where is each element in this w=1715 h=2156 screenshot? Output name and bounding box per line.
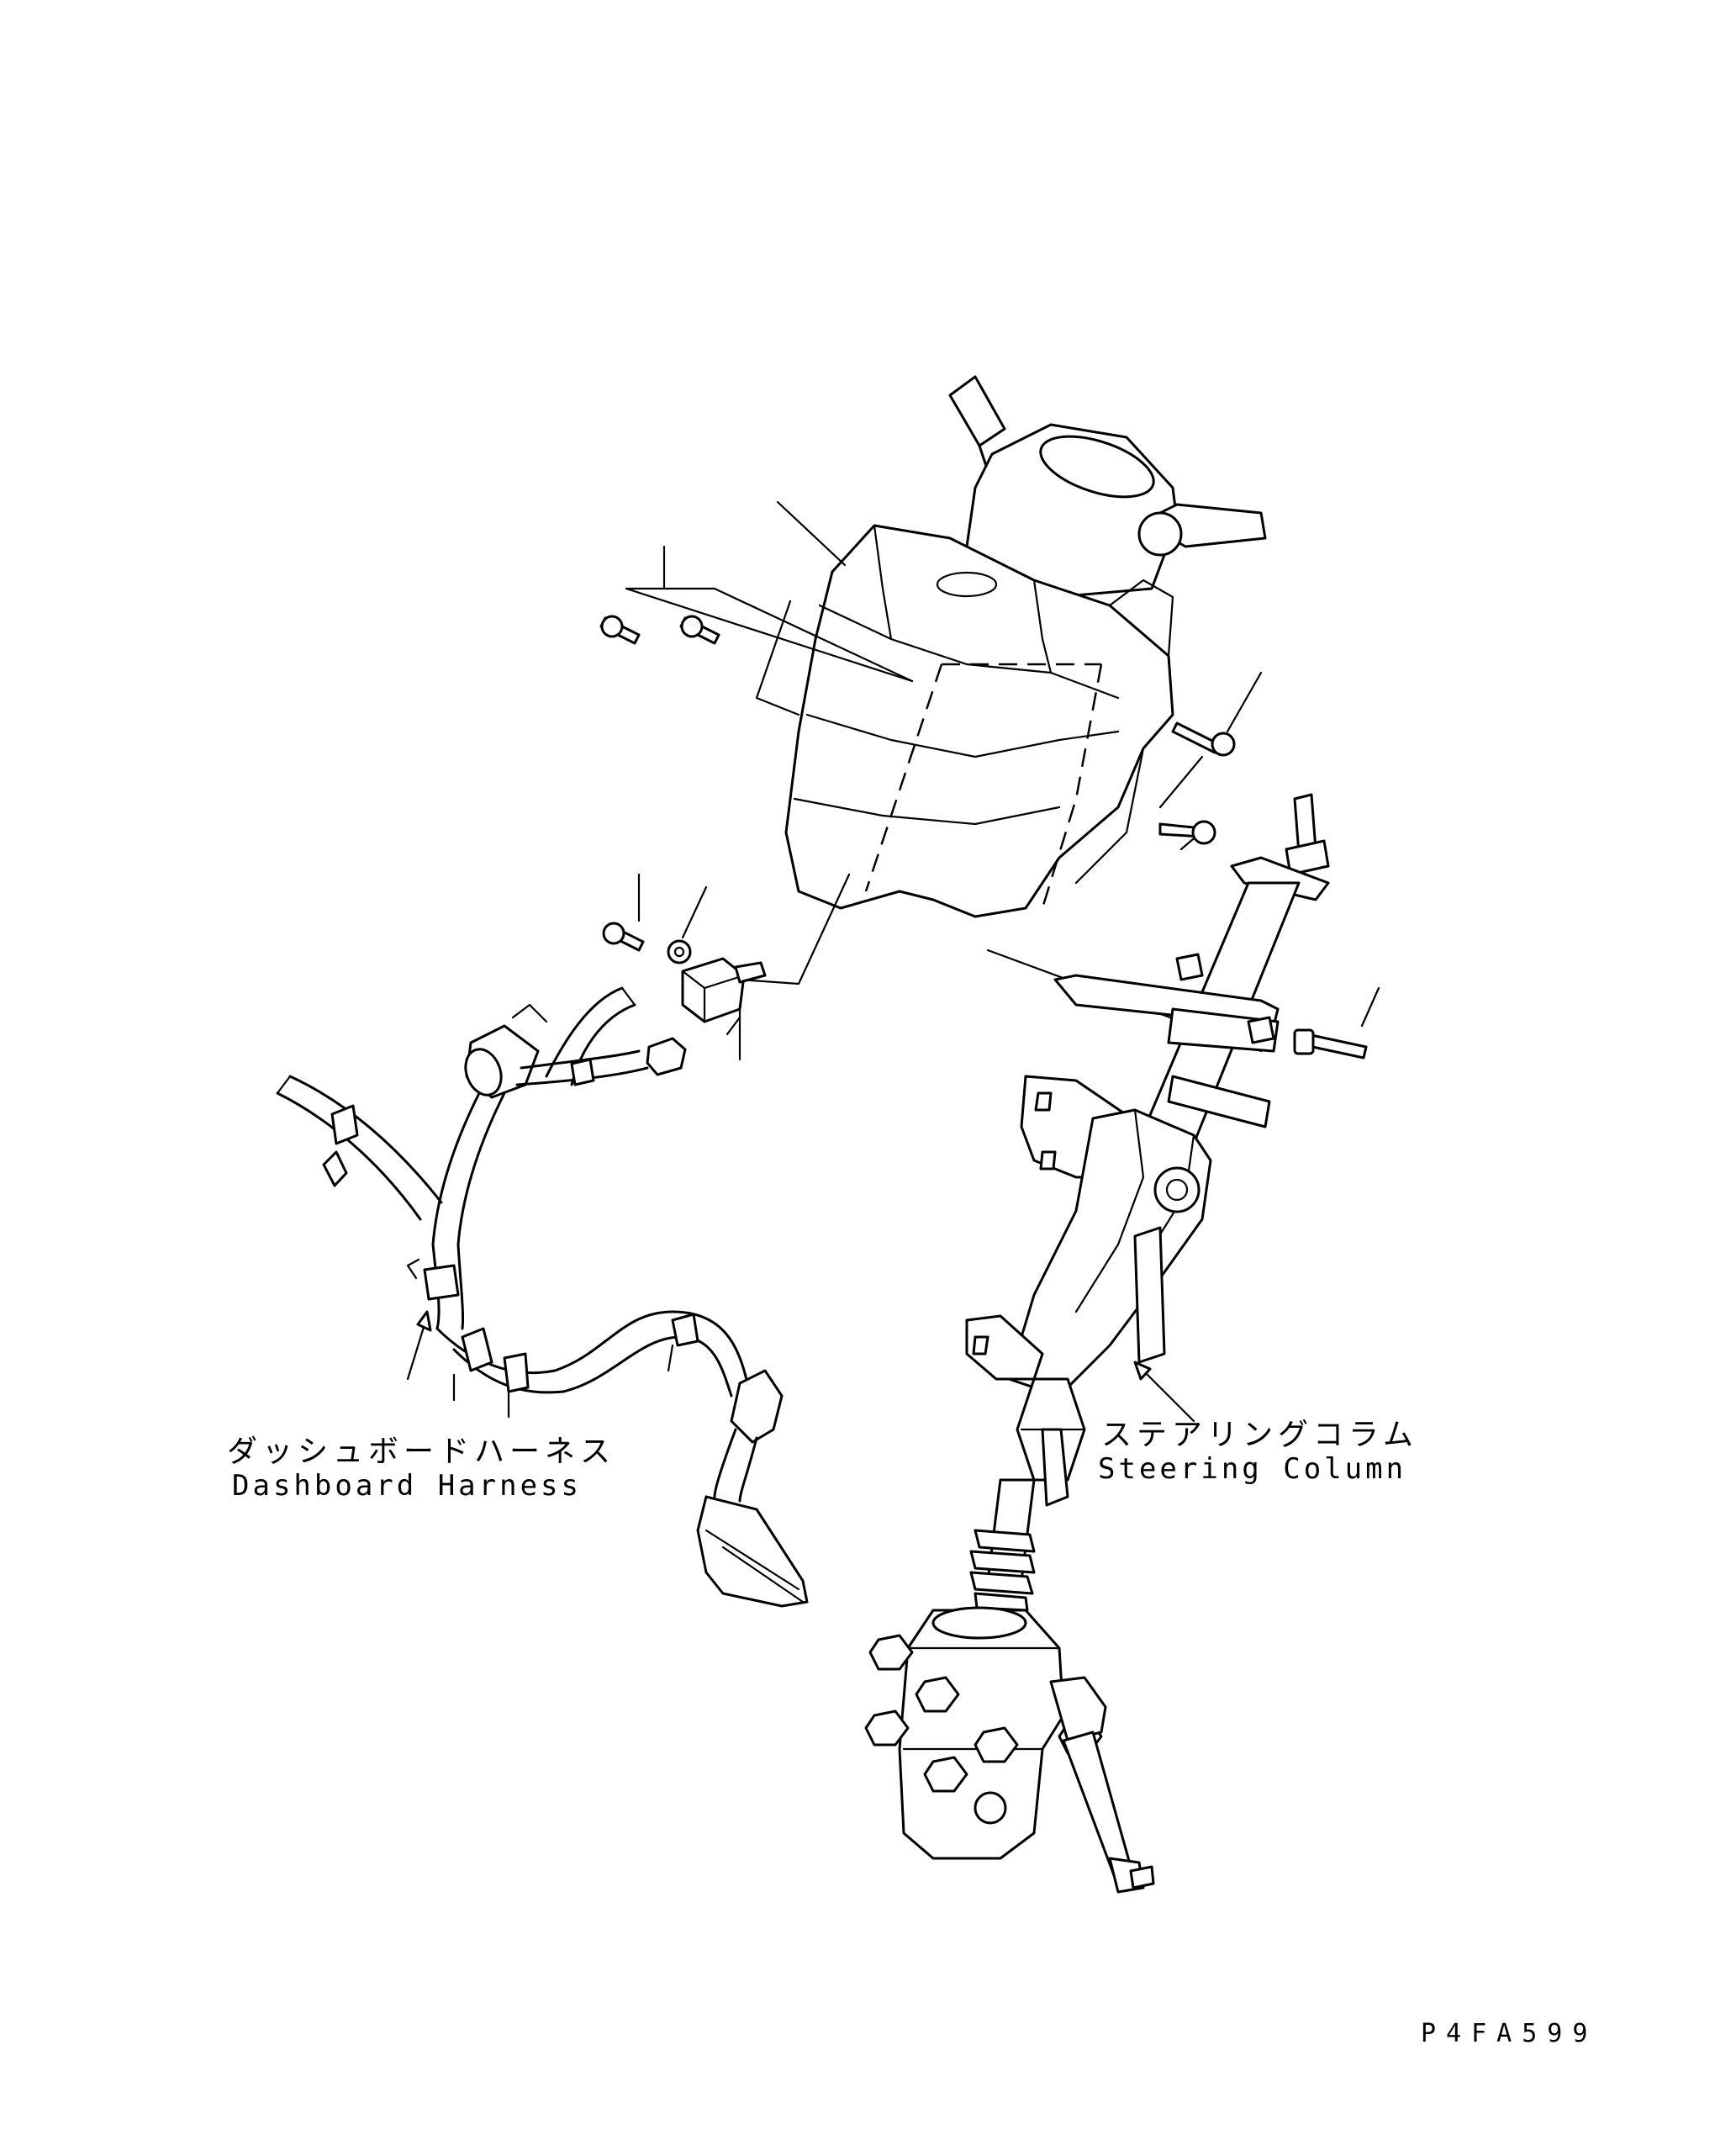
bolt-head-icon — [923, 1756, 968, 1793]
dashboard-harness — [276, 986, 809, 1608]
screw-icon — [679, 615, 720, 645]
screw-icon — [602, 922, 645, 952]
screw-icon — [599, 615, 641, 645]
harness-arrow — [406, 1310, 432, 1381]
bolt-head-icon — [864, 1709, 910, 1746]
screw-icon — [1158, 820, 1216, 845]
relay-icon — [681, 957, 767, 1023]
bolt-head-icon — [868, 1634, 914, 1671]
harness-label-en: Dashboard Harness — [232, 1469, 582, 1503]
column-cover — [784, 375, 1267, 918]
figure-code: P4FA599 — [1421, 2019, 1597, 2048]
bolt-icon — [1293, 1028, 1368, 1060]
washer-icon — [667, 939, 692, 964]
steering-column — [864, 793, 1330, 1894]
harness-label-ja: ダッシュボードハーネス — [227, 1435, 615, 1469]
column-label-en: Steering Column — [1098, 1452, 1406, 1486]
screw-icon — [1171, 721, 1236, 757]
bolt-head-icon — [974, 1726, 1019, 1763]
round-connector-icon — [464, 1003, 548, 1099]
bolt-head-icon — [915, 1676, 960, 1713]
screw-icons — [599, 615, 1368, 1060]
small-connector-icon — [646, 1037, 687, 1076]
column-arrow — [1133, 1361, 1195, 1423]
cover-leaders — [625, 500, 1263, 851]
column-label-ja: ステアリングコラム — [1101, 1418, 1418, 1452]
